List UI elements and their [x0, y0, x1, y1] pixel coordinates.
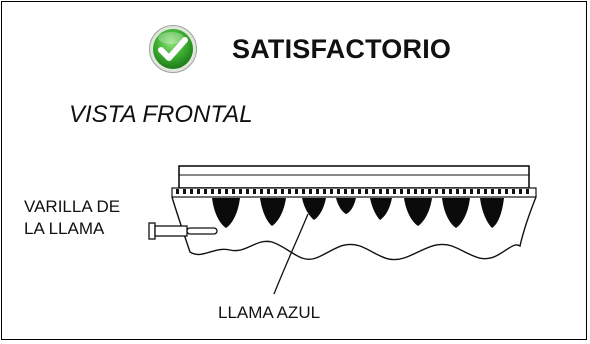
burner-port-strip	[171, 187, 537, 198]
status-header: SATISFACTORIO	[148, 24, 451, 74]
view-title: VISTA FRONTAL	[69, 101, 253, 128]
flame	[302, 198, 326, 220]
flame	[370, 198, 392, 220]
flame	[442, 198, 470, 228]
check-circle-icon	[149, 25, 197, 73]
flame-rod-label: VARILLA DE LA LLAMA	[24, 196, 120, 240]
flame-rod	[148, 222, 218, 240]
flame-diagram-panel: SATISFACTORIO VISTA FRONTAL	[1, 1, 587, 340]
flame	[260, 198, 286, 226]
flame-row	[212, 198, 504, 228]
status-label: SATISFACTORIO	[232, 33, 452, 64]
blue-flame-leader-line	[273, 213, 309, 295]
heat-exchanger-outline	[171, 196, 537, 261]
burner-housing	[178, 165, 530, 189]
flame-rod-label-line1: VARILLA DE	[24, 197, 121, 216]
flame	[480, 198, 504, 228]
flame	[336, 198, 356, 214]
flame	[212, 198, 240, 228]
burner-diagram	[148, 165, 537, 295]
flame	[404, 198, 432, 226]
blue-flame-label: LLAMA AZUL	[218, 303, 321, 322]
flame-rod-label-line2: LA LLAMA	[24, 219, 105, 238]
